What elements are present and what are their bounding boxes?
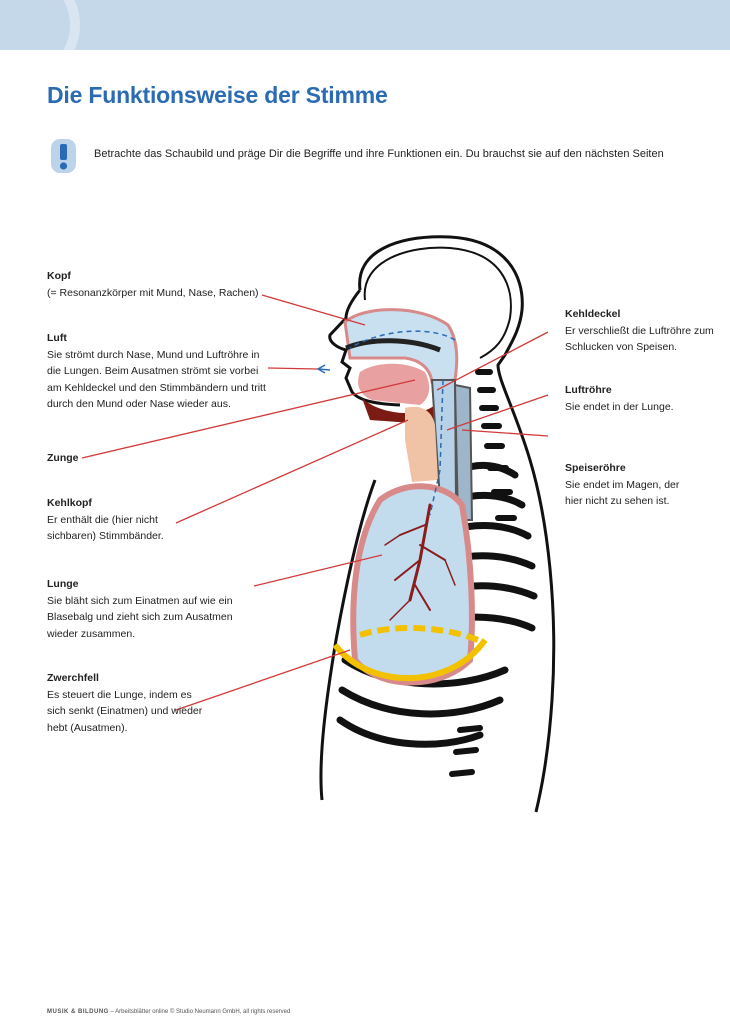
label-zwerchfell: Zwerchfell Es steuert die Lunge, indem e… (47, 670, 207, 736)
label-speiseroehre-desc: Sie endet im Magen, der hier nicht zu se… (565, 478, 680, 508)
leader-lines (81, 294, 549, 711)
airflow-path (349, 330, 456, 516)
label-kehlkopf-head: Kehlkopf (47, 497, 92, 509)
label-luft-head: Luft (47, 332, 67, 344)
vocal-anatomy-illustration (81, 235, 556, 813)
footer-brand: MUSIK & BILDUNG (47, 1009, 109, 1015)
airflow-arrow-out (315, 364, 331, 374)
label-kehldeckel: Kehldeckel Er verschließt die Luftröhre … (565, 306, 715, 356)
label-kopf: Kopf (= Resonanzkörper mit Mund, Nase, R… (47, 268, 277, 301)
label-kehldeckel-head: Kehldeckel (565, 308, 621, 320)
label-luftroehre: Luftröhre Sie endet in der Lunge. (565, 382, 715, 415)
larynx (405, 406, 438, 482)
label-luftroehre-desc: Sie endet in der Lunge. (565, 400, 674, 413)
footer: MUSIK & BILDUNG – Arbeitsblätter online … (47, 1009, 290, 1015)
header-band (0, 0, 730, 50)
bronchi (384, 503, 456, 621)
label-zwerchfell-head: Zwerchfell (47, 672, 99, 684)
label-luft-desc: Sie strömt durch Nase, Mund und Luftröhr… (47, 348, 266, 411)
label-luft: Luft Sie strömt durch Nase, Mund und Luf… (47, 330, 269, 413)
label-zunge-head: Zunge (47, 452, 79, 464)
label-zunge: Zunge (47, 450, 147, 467)
nasal-cavity (343, 308, 459, 384)
diaphragm (332, 638, 488, 682)
palate (345, 338, 441, 353)
label-kopf-head: Kopf (47, 270, 71, 282)
label-kehldeckel-desc: Er verschließt die Luftröhre zum Schluck… (565, 324, 714, 354)
label-speiseroehre-head: Speiseröhre (565, 462, 626, 474)
label-zwerchfell-desc: Es steuert die Lunge, indem es sich senk… (47, 688, 203, 734)
back-outline (319, 479, 377, 801)
lower-spine (449, 725, 483, 777)
label-lunge-head: Lunge (47, 578, 79, 590)
label-kopf-desc: (= Resonanzkörper mit Mund, Nase, Rachen… (47, 286, 259, 299)
label-kehlkopf: Kehlkopf Er enthält die (hier nicht sich… (47, 495, 177, 545)
label-lunge: Lunge Sie bläht sich zum Einatmen auf wi… (47, 576, 247, 642)
exclamation-icon (51, 139, 76, 173)
label-speiseroehre: Speiseröhre Sie endet im Magen, der hier… (565, 460, 695, 510)
page-title: Die Funktionsweise der Stimme (47, 82, 388, 108)
body-outline (328, 235, 556, 813)
esophagus (453, 383, 474, 521)
decorative-swirl (0, 0, 80, 50)
label-kehlkopf-desc: Er enthält die (hier nicht sichbaren) St… (47, 513, 164, 543)
footer-text: – Arbeitsblätter online © Studio Neumann… (108, 1009, 291, 1015)
intro-text: Betrachte das Schaubild und präge Dir di… (94, 148, 664, 160)
label-luftroehre-head: Luftröhre (565, 384, 612, 396)
diaphragm-raised (359, 625, 480, 643)
label-lunge-desc: Sie bläht sich zum Einatmen auf wie ein … (47, 594, 233, 640)
skull-outline (363, 246, 512, 359)
